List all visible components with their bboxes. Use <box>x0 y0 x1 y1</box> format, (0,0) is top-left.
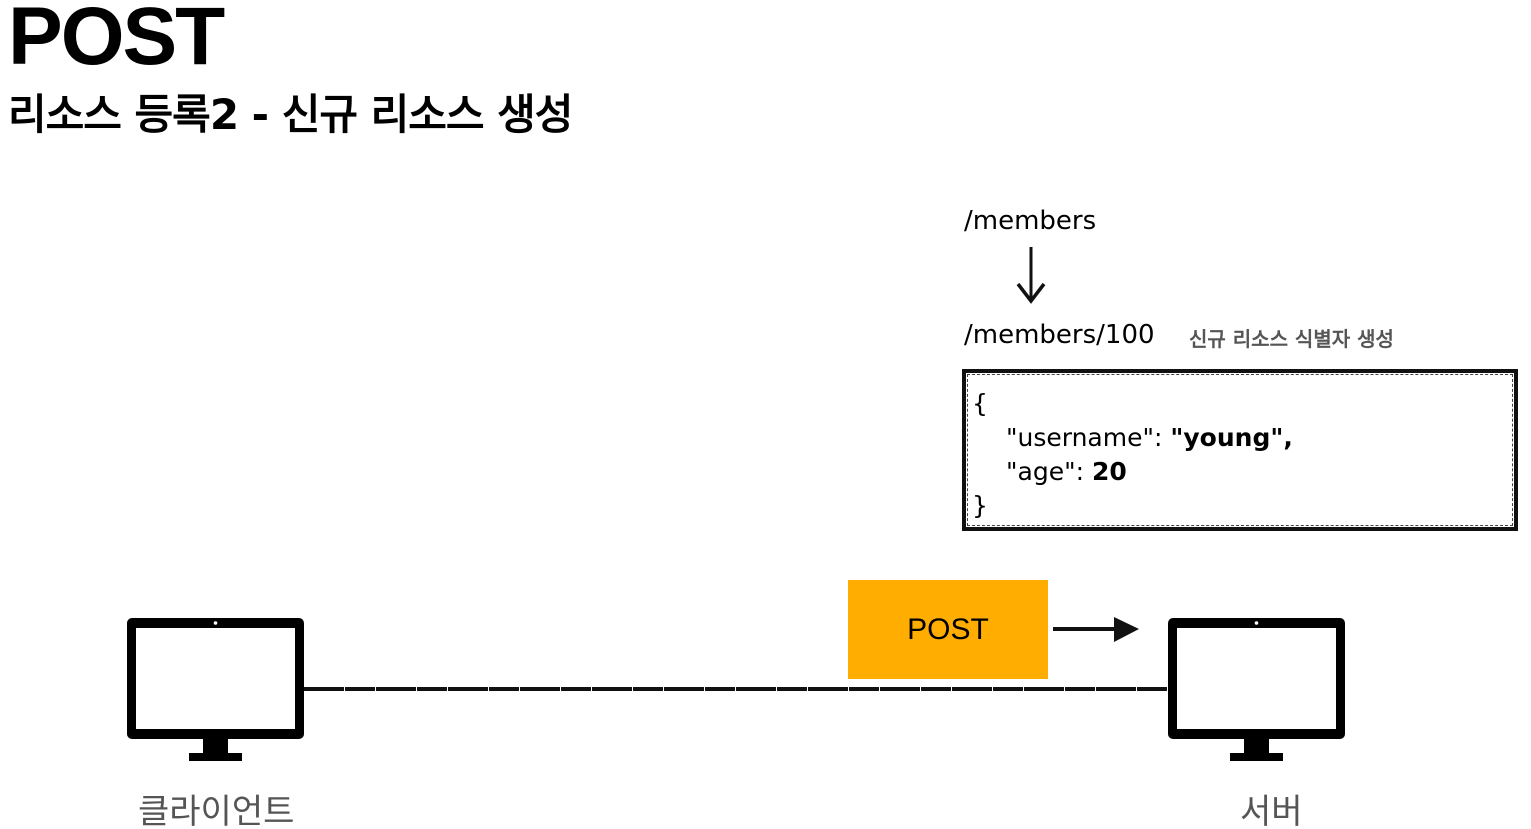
http-method-box: POST <box>848 580 1048 679</box>
body-key-age: "age": <box>1006 457 1092 486</box>
slide-title: POST <box>8 0 225 82</box>
down-arrow-icon <box>1016 247 1046 304</box>
body-value-username: "young", <box>1170 423 1293 452</box>
body-close-brace: } <box>972 491 988 520</box>
body-open-brace: { <box>972 389 988 418</box>
body-key-username: "username": <box>1006 423 1171 452</box>
server-monitor-icon <box>1168 618 1345 761</box>
http-method-label: POST <box>907 612 989 646</box>
slide-subtitle: 리소스 등록2 - 신규 리소스 생성 <box>8 90 573 139</box>
body-line-username: "username": "young", <box>1006 423 1293 452</box>
client-monitor-icon <box>127 618 304 761</box>
request-body-box: { "username": "young", "age": 20 } <box>962 369 1518 531</box>
created-resource-uri: /members/100 <box>964 320 1155 350</box>
created-resource-note: 신규 리소스 식별자 생성 <box>1189 327 1394 351</box>
body-line-age: "age": 20 <box>1006 457 1127 486</box>
collection-uri: /members <box>964 206 1097 236</box>
client-label: 클라이언트 <box>138 792 295 829</box>
body-value-age: 20 <box>1091 457 1127 486</box>
right-arrow-icon <box>1053 617 1139 642</box>
server-label: 서버 <box>1240 792 1303 829</box>
